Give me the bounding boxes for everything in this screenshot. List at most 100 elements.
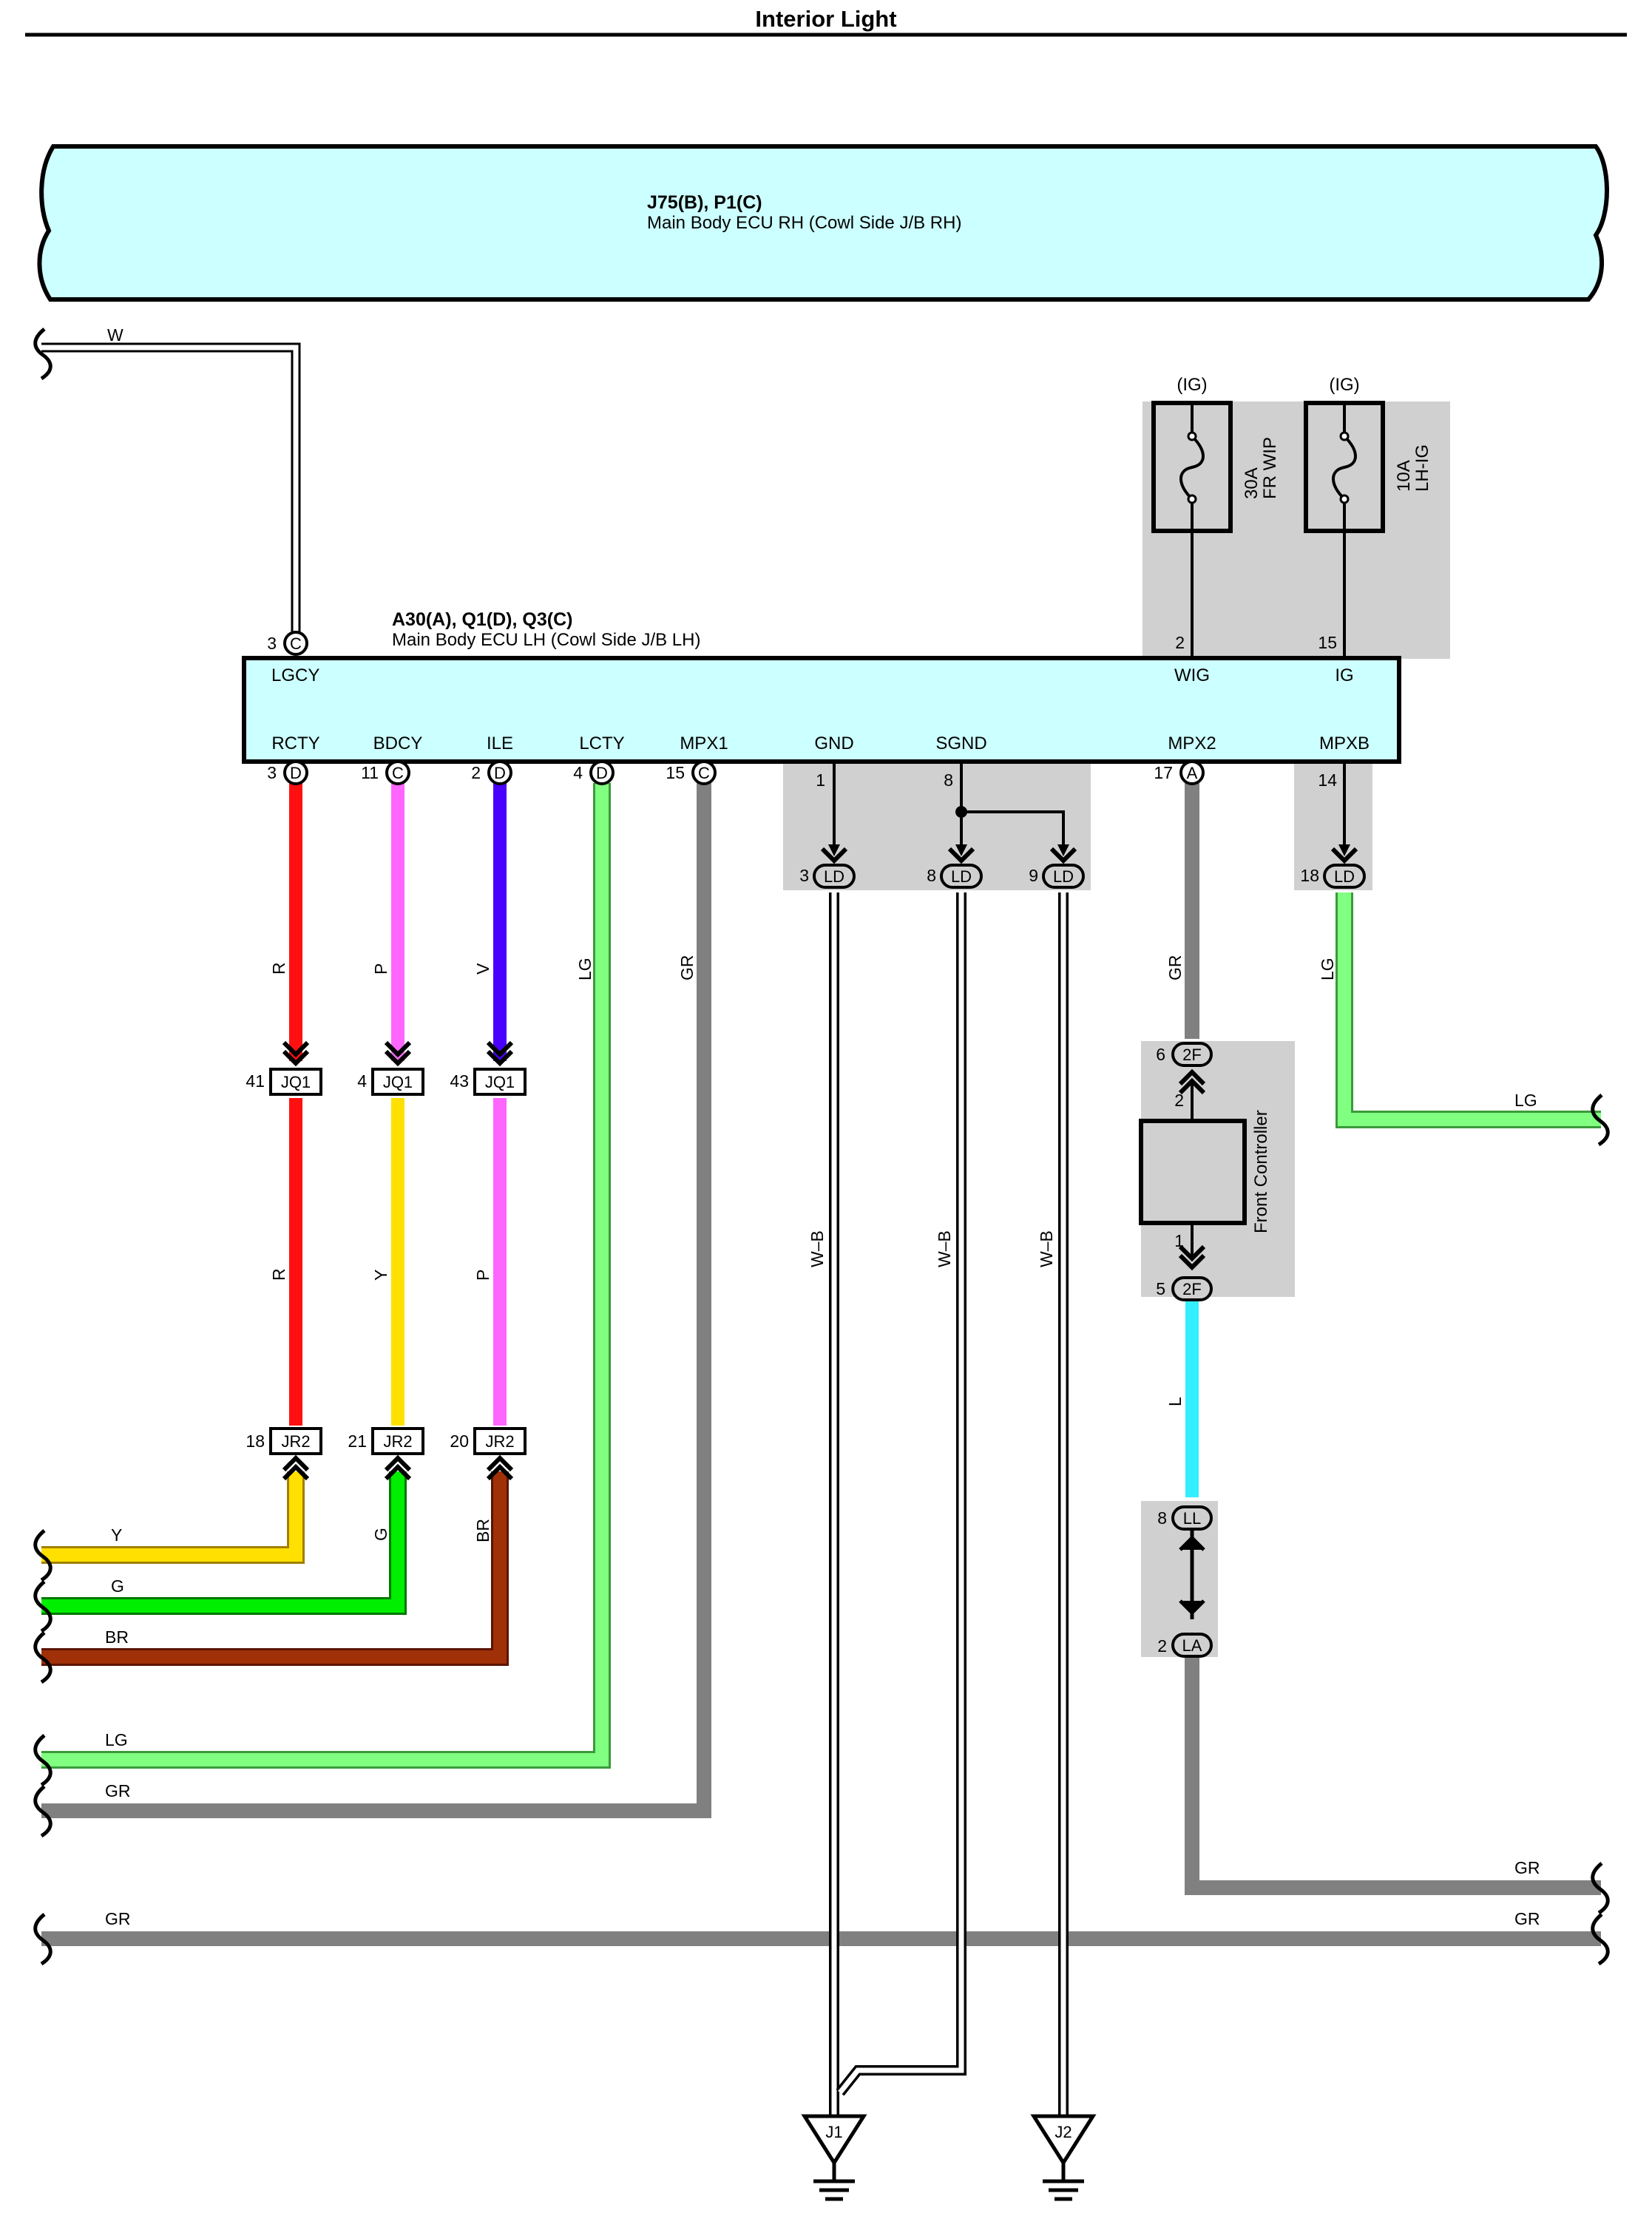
wire-label-wb2: W–B xyxy=(935,1230,954,1267)
ld-label-9: LD xyxy=(1053,867,1074,886)
jq1-label-41: JQ1 xyxy=(281,1073,311,1091)
jr2-pin-20: 20 xyxy=(450,1431,469,1451)
conn-mpx1: C xyxy=(698,764,710,782)
terminal-label-rcty: RCTY xyxy=(271,733,319,753)
wire-gr-mpx1 xyxy=(41,783,711,1818)
fuse-fr-wip-name: FR WIP xyxy=(1260,437,1280,499)
jr2-connector-18 xyxy=(269,1427,322,1455)
ld-connector-18 xyxy=(1323,864,1366,889)
fuse-fr-wip: (IG) 30A FR WIP 2 xyxy=(1151,375,1280,652)
ecu-lh-connectors: A30(A), Q1(D), Q3(C) xyxy=(392,609,572,630)
ld-label-18: LD xyxy=(1334,867,1355,886)
ld-label-8: LD xyxy=(951,867,972,886)
wire-g-lower xyxy=(41,1471,407,1615)
wire-label-v1: V xyxy=(473,963,492,975)
front-controller-pin-top: 2 xyxy=(1174,1091,1184,1110)
conn-lcty: D xyxy=(596,764,608,782)
pin-mpx2: 17 xyxy=(1154,763,1173,782)
fuse-fr-wip-source: (IG) xyxy=(1177,375,1207,395)
jq1-pin-41: 41 xyxy=(246,1071,265,1091)
wire-label-gr-right2: GR xyxy=(1514,1909,1540,1928)
jq1-chevrons xyxy=(282,1040,514,1067)
bottom-terminals: 3 D 11 C 2 D 4 D 15 C 17 A 1 8 14 xyxy=(267,760,1337,790)
terminal-label-gnd: GND xyxy=(814,733,853,753)
jr2-label-20: JR2 xyxy=(485,1432,514,1451)
shaded-regions xyxy=(783,401,1450,1657)
pin-rcty: 3 xyxy=(267,763,277,782)
wire-label-gr1: GR xyxy=(677,955,697,981)
terminal-label-lgcy: LGCY xyxy=(271,665,319,685)
front-bottom-pin: 5 xyxy=(1156,1279,1165,1298)
pin-mpxb: 14 xyxy=(1318,770,1337,790)
wire-label-r1: R xyxy=(269,962,288,975)
jr2-label-21: JR2 xyxy=(383,1432,412,1451)
conn-rcty: D xyxy=(290,764,302,782)
terminal-label-mpx1: MPX1 xyxy=(680,733,728,753)
pin-mpx1: 15 xyxy=(666,763,685,782)
wire-label-lg1: LG xyxy=(575,958,595,980)
front-top-label: 2F xyxy=(1182,1046,1202,1064)
front-controller-box xyxy=(1139,1119,1247,1225)
ld-arrows xyxy=(820,763,1358,864)
ld-connector-3 xyxy=(813,864,856,889)
pin-lcty: 4 xyxy=(573,763,583,782)
ground-j1-label: J1 xyxy=(825,2123,842,2141)
jq1-connector-43 xyxy=(473,1068,527,1096)
wire-y-lower xyxy=(41,1471,305,1564)
wires-ground xyxy=(829,892,1069,2115)
ll-connector xyxy=(1171,1505,1213,1531)
wire-label-gr-mpx2: GR xyxy=(1165,955,1185,981)
ecu-rh-box: J75(B), P1(C) Main Body ECU RH (Cowl Sid… xyxy=(37,144,1609,302)
ground-j2-label: J2 xyxy=(1054,2123,1072,2141)
page-title: Interior Light xyxy=(755,6,896,32)
ground-j2: J2 xyxy=(1030,2114,1097,2201)
conn-ile: D xyxy=(494,764,506,782)
wire-gr-la xyxy=(1185,1656,1601,1895)
ld-pin-9: 9 xyxy=(1029,866,1038,885)
fuse-lh-ig-source: (IG) xyxy=(1329,375,1359,395)
pin-ile: 2 xyxy=(471,763,481,782)
ll-pin: 8 xyxy=(1157,1508,1167,1528)
front-bottom-connector xyxy=(1171,1276,1213,1301)
la-connector xyxy=(1171,1633,1213,1658)
jr2-connector-21 xyxy=(371,1427,424,1455)
pin-gnd: 1 xyxy=(816,770,825,790)
terminal-label-bdcy: BDCY xyxy=(373,733,423,753)
pin-ig: 15 xyxy=(1318,633,1337,652)
front-top-connector xyxy=(1171,1042,1213,1067)
la-pin: 2 xyxy=(1157,1636,1167,1656)
fuse-fr-wip-rating: 30A xyxy=(1242,467,1262,499)
terminal-label-mpxb: MPXB xyxy=(1319,733,1370,753)
ll-label: LL xyxy=(1183,1509,1201,1528)
ld-pin-18: 18 xyxy=(1300,866,1319,885)
wire-label-lg-right: LG xyxy=(1514,1091,1537,1110)
conn-mpx2: A xyxy=(1187,764,1198,782)
wire-label-gr-left: GR xyxy=(105,1781,131,1800)
jr2-connectors: 18 JR2 21 JR2 20 JR2 xyxy=(246,1427,527,1455)
fuse-lh-ig: (IG) 10A LH-IG 15 xyxy=(1304,375,1432,652)
ld-pin-3: 3 xyxy=(799,866,809,885)
wire-label-p1: P xyxy=(371,963,390,975)
pin-bdcy: 11 xyxy=(361,763,379,782)
terminal-label-wig: WIG xyxy=(1174,665,1210,685)
wire-label-g-left: G xyxy=(111,1576,124,1596)
ll-la-connectors: 8 LL 2 LA xyxy=(1157,1505,1213,1658)
wire-label-wb3: W–B xyxy=(1037,1230,1056,1267)
conn-lgcy: C xyxy=(290,634,302,653)
wires-upper xyxy=(41,783,1601,1946)
jr2-label-18: JR2 xyxy=(281,1432,310,1451)
ld-connector-8 xyxy=(940,864,983,889)
terminal-label-mpx2: MPX2 xyxy=(1168,733,1216,753)
jq1-label-4: JQ1 xyxy=(383,1073,413,1091)
ld-connectors: 3 LD 8 LD 9 LD 18 LD xyxy=(799,864,1366,889)
ld-label-3: LD xyxy=(824,867,844,886)
la-label: LA xyxy=(1182,1636,1202,1655)
wire-break-marks xyxy=(33,328,1610,1966)
jq1-connector-4 xyxy=(371,1068,424,1096)
wire-label-gr-right1: GR xyxy=(1514,1858,1540,1877)
jr2-chevrons xyxy=(282,1454,514,1481)
jq1-connectors: 41 JQ1 4 JQ1 43 JQ1 xyxy=(246,1068,527,1096)
wire-label-lg-mpxb: LG xyxy=(1318,958,1337,980)
jr2-connector-20 xyxy=(473,1427,527,1455)
